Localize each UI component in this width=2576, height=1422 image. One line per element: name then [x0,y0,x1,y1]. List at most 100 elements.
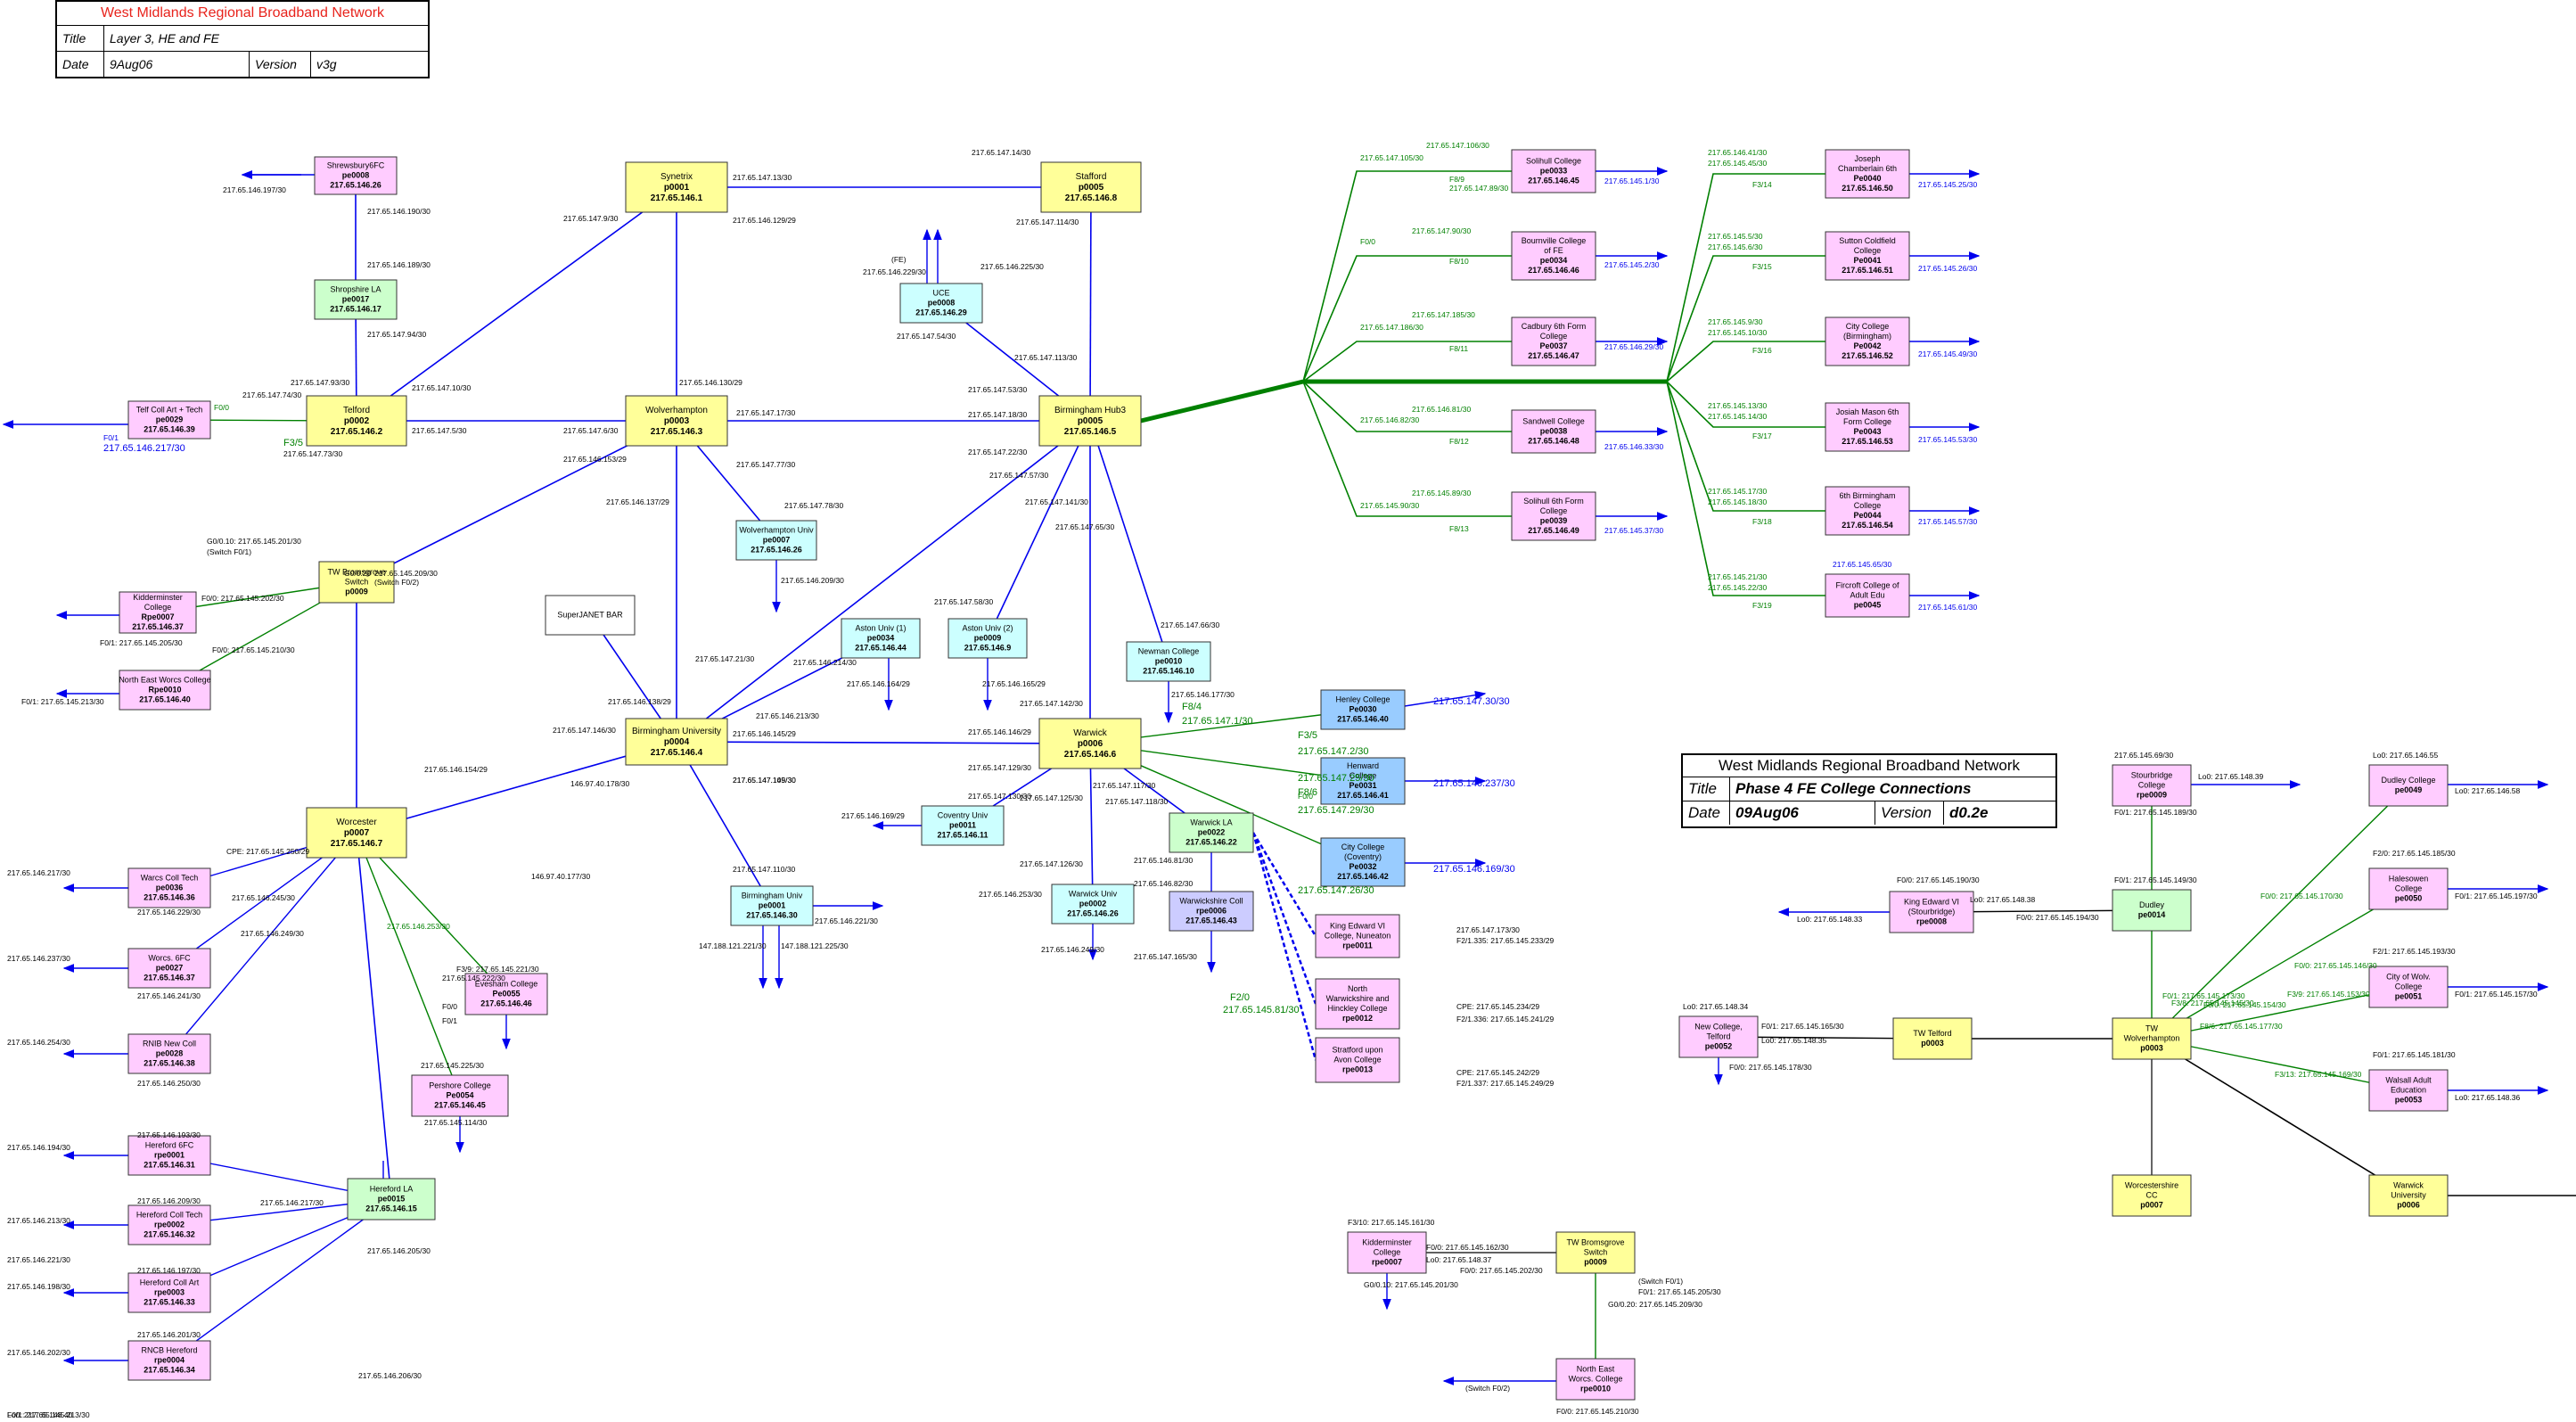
node-box [1511,149,1596,193]
node-label-line: 217.65.146.22 [1185,838,1237,847]
address-label: 217.65.145.114/30 [424,1118,488,1127]
node-city_cov[interactable]: City College(Coventry)Pe0032217.65.146.4… [1320,837,1406,887]
node-label-line: pe0034 [1540,256,1568,265]
address-label: 217.65.147.114/30 [1016,218,1079,226]
address-label: F0/1: 217.65.145.213/30 [21,697,104,706]
node-label-line: pe0008 [928,299,956,308]
node-label-line: of FE [1544,246,1563,255]
address-label: 217.65.145.57/30 [1918,517,1977,526]
link-bham_hub3-bham_univ [676,420,1091,743]
node-label-line: College [144,603,172,612]
node-label-line: Warwickshire Coll [1179,897,1243,906]
node-label-line: p0009 [345,588,368,596]
node-label-line: King Edward VI [1904,898,1959,907]
address-label: F8/10 [1449,257,1469,266]
node-label-line: TW Bromsgrove [327,568,385,577]
address-label: F0/0 [1298,792,1313,801]
address-label: 217.65.147.141/30 [1025,497,1088,506]
node-label-line: Solihull College [1526,157,1581,166]
node-label-line: pe0036 [156,884,184,892]
node-label-line: 217.65.146.44 [855,644,907,653]
node-box [1825,316,1910,366]
address-label: F3/15 [1752,262,1772,271]
address-label: 217.65.145.69/30 [2114,751,2173,760]
node-label-line: pe0051 [2395,992,2423,1001]
node-superjanet[interactable]: SuperJANET BAR [545,595,636,636]
address-label: 146.97.40.177/30 [531,872,590,881]
address-label: F0/0: 217.65.145.210/30 [212,645,295,654]
node-box [1320,837,1406,887]
node-box [347,1178,436,1221]
node-p4_king_ed[interactable]: King Edward VI(Stourbridge)rpe0008 [1889,891,1974,933]
node-label-line: TW Telford [1913,1029,1951,1038]
address-label: F0/1: 217.65.145.165/30 [1761,1022,1844,1031]
node-label-line: pe0015 [378,1195,406,1204]
node-ne_worcs[interactable]: North East Worcs CollegeRpe0010217.65.14… [119,670,211,711]
node-sutton_cf[interactable]: Sutton ColdfieldCollegePe0041217.65.146.… [1825,231,1910,281]
node-city_bham[interactable]: City College(Birmingham)Pe0042217.65.146… [1825,316,1910,366]
node-box [1511,409,1596,454]
node-solihull_6th[interactable]: Solihull 6th FormCollegepe0039217.65.146… [1511,491,1596,541]
node-cadbury[interactable]: Cadbury 6th FormCollegePe0037217.65.146.… [1511,316,1596,366]
